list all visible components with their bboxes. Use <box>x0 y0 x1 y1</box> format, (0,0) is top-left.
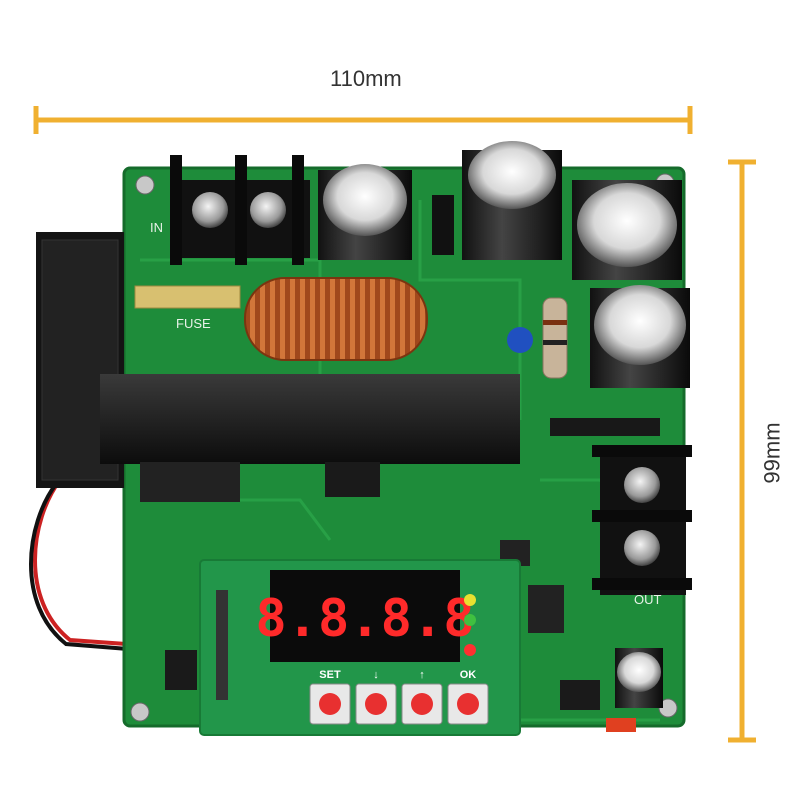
capacitor-3 <box>572 180 682 280</box>
input-marking: IN <box>150 220 163 235</box>
output-marking: OUT <box>634 592 662 607</box>
led-1 <box>464 594 476 606</box>
led-display <box>270 570 460 662</box>
width-dimension-label: 110mm <box>330 66 402 91</box>
inductor-small <box>528 585 564 633</box>
output-terminal-block <box>592 445 692 595</box>
blue-capacitor <box>507 327 533 353</box>
display-digits: 8.8.8.8 <box>255 589 474 649</box>
width-dimension-line <box>33 106 693 134</box>
capacitor-1 <box>318 164 412 260</box>
capacitor-small <box>615 648 663 708</box>
fuse <box>134 285 241 309</box>
button-down[interactable]: ↓ <box>355 669 397 725</box>
button-up-label: ↑ <box>419 669 425 681</box>
toroid-inductor <box>244 277 428 361</box>
diode <box>550 418 660 436</box>
button-down-label: ↓ <box>373 669 379 681</box>
button-set[interactable]: SET <box>309 669 351 725</box>
led-2 <box>464 614 476 626</box>
input-terminal-block <box>170 155 310 265</box>
power-resistor <box>542 297 568 379</box>
capacitor-2 <box>462 141 562 260</box>
height-dimension-line <box>728 159 756 743</box>
button-set-label: SET <box>319 669 341 681</box>
heatsink <box>100 374 520 464</box>
capacitor-4 <box>590 285 690 388</box>
control-module <box>199 559 521 736</box>
button-up[interactable]: ↑ <box>401 669 443 725</box>
button-ok[interactable]: OK <box>447 669 489 725</box>
fuse-marking: FUSE <box>176 316 211 331</box>
led-3 <box>464 644 476 656</box>
button-ok-label: OK <box>460 669 477 681</box>
